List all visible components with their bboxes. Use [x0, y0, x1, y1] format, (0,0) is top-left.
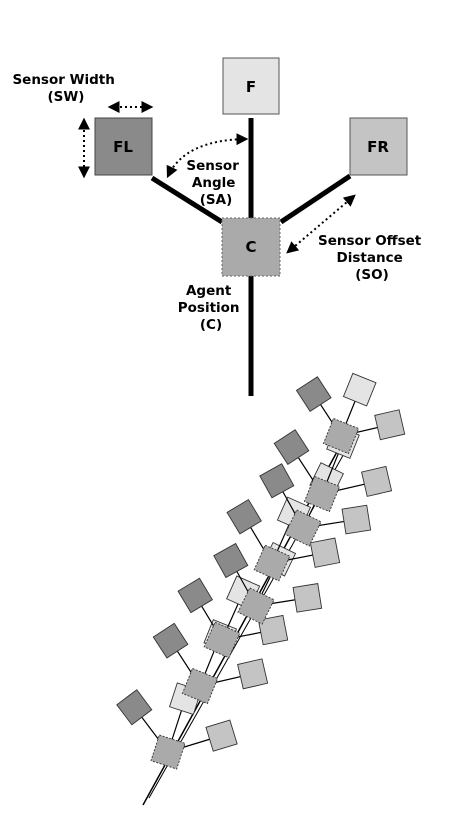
sensor-box-3-right: [257, 614, 289, 646]
sensor-box-8-right: [374, 409, 406, 441]
front-right-sensor-box: [349, 117, 408, 176]
front-sensor-box: [222, 57, 280, 115]
sensor-offset-line-1: Sensor Offset: [318, 233, 422, 249]
agent-position-text: Agent Position (C): [178, 283, 245, 333]
agent-box-8: [322, 417, 360, 455]
agent-box-3: [203, 621, 241, 659]
center-agent-label: C: [245, 238, 256, 256]
sensor-box-1-left: [116, 689, 153, 726]
front-left-sensor-label: FL: [113, 138, 133, 156]
sensor-width-text: Sensor Width (SW): [12, 72, 119, 105]
sensor-angle-text: Sensor Angle (SA): [186, 158, 243, 208]
sensor-box-6-right: [341, 504, 372, 535]
sensor-box-8-front: [342, 372, 377, 407]
sensor-offset-text: Sensor Offset Distance (SO): [318, 233, 426, 283]
sensor-box-7-left: [273, 429, 310, 465]
sensor-box-5-left: [226, 498, 262, 535]
front-right-sensor-label: FR: [367, 138, 389, 156]
sensor-box-4-left: [213, 542, 249, 579]
agent-position-line-3: (C): [200, 317, 222, 333]
agent-position-line-1: Agent: [186, 283, 232, 299]
agent-box-7: [303, 475, 341, 513]
sensor-box-2-left: [152, 622, 189, 659]
sensor-box-5-right: [309, 537, 341, 568]
sensor-width-line-2: (SW): [48, 89, 85, 105]
sensor-box-1-right: [205, 719, 238, 752]
agent-path-illustration: [116, 372, 406, 806]
sensor-offset-line-3: (SO): [355, 267, 389, 283]
front-left-sensor-box: [94, 117, 153, 176]
sensor-offset-line-2: Distance: [337, 250, 403, 266]
sensor-box-6-left: [259, 463, 295, 499]
sensor-angle-line-1: Sensor: [186, 158, 239, 174]
top-schematic: F FL FR C Sensor Width (SW) Sensor Angle…: [12, 57, 426, 396]
sensor-angle-line-3: (SA): [200, 192, 233, 208]
sensor-box-8-left: [295, 376, 332, 412]
front-right-arm-line: [279, 173, 352, 225]
sensor-box-4-right: [292, 583, 323, 613]
agent-box-1: [150, 734, 186, 770]
front-sensor-label: F: [246, 78, 256, 96]
center-agent-box: [221, 217, 281, 277]
sensor-width-line-1: Sensor Width: [12, 72, 114, 88]
agent-position-line-2: Position: [178, 300, 240, 316]
sensor-angle-line-2: Angle: [192, 175, 236, 191]
front-left-arm-line: [150, 175, 224, 225]
sensor-box-7-right: [361, 465, 393, 497]
sensor-box-3-left: [177, 577, 213, 614]
sensor-box-2-right: [237, 658, 269, 690]
